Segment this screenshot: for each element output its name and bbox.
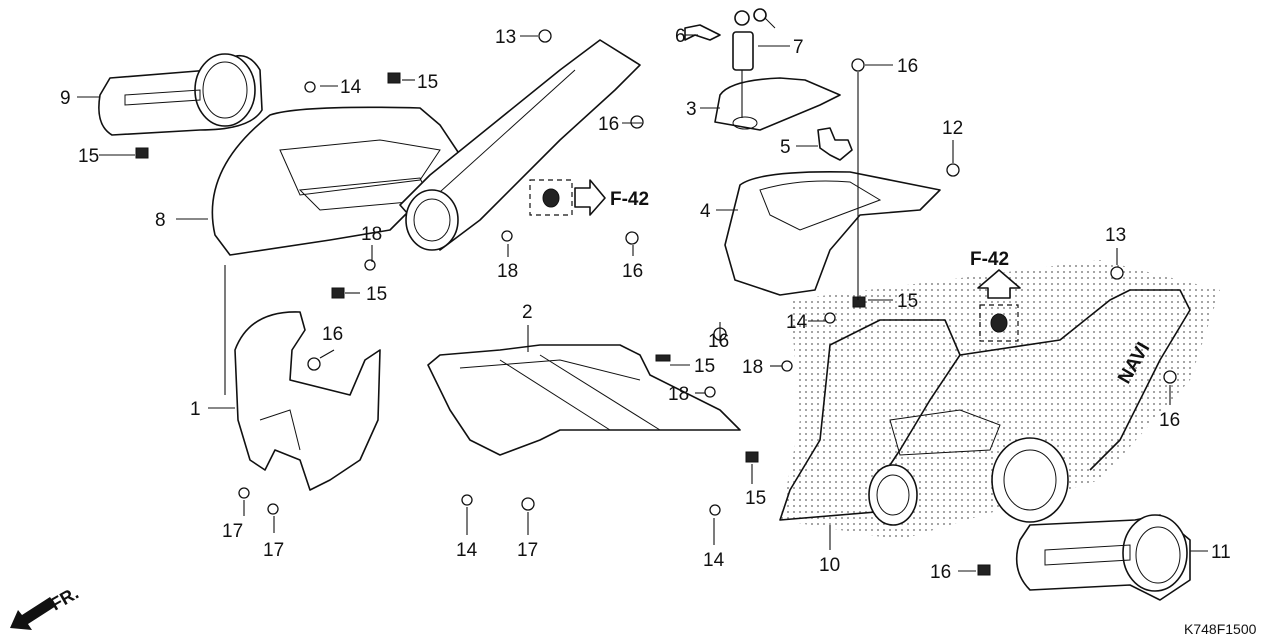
cross-ref-upper[interactable]: F-42 (529, 179, 649, 216)
callout-13: 13 (1105, 225, 1126, 246)
callout-16: 16 (1159, 410, 1180, 431)
callout-14: 14 (786, 312, 808, 333)
screw-icon (267, 503, 279, 515)
callout-11: 11 (1211, 542, 1231, 563)
screw-icon (781, 360, 793, 372)
callout-14: 14 (340, 77, 362, 98)
fasteners (135, 29, 1177, 576)
screw-icon (704, 386, 716, 398)
part-5-bracket (817, 127, 853, 161)
callout-2: 2 (522, 302, 533, 323)
callout-15: 15 (897, 291, 918, 312)
bolt-icon (630, 115, 644, 129)
part-9-handlebar-cover-left (98, 53, 263, 136)
front-label: FR. (47, 583, 82, 615)
screw-icon (364, 259, 376, 271)
callout-18: 18 (742, 357, 763, 378)
callout-16: 17 (517, 540, 538, 561)
screw-icon (238, 487, 250, 499)
part-6-clip (684, 24, 721, 41)
callout-8: 8 (155, 210, 166, 231)
drawing-code: K748F1500 (1184, 621, 1257, 637)
callout-15: 16 (930, 562, 951, 583)
callout-16: 16 (598, 114, 619, 135)
callout-labels: 9 15 8 14 15 13 16 6 7 3 5 4 16 12 18 18… (60, 26, 1231, 583)
callout-10: 10 (819, 555, 840, 576)
clip-nut-icon (745, 451, 759, 463)
clip-nut-icon (852, 296, 866, 308)
callout-4: 4 (700, 201, 711, 222)
callout-15: 15 (417, 72, 438, 93)
part-stem-cover (399, 39, 641, 251)
bolt-icon (521, 497, 535, 511)
callout-7: 7 (793, 37, 804, 58)
cross-ref-right[interactable]: F-42 (970, 249, 1021, 342)
callout-17: 17 (222, 521, 243, 542)
callout-15: 15 (78, 146, 99, 167)
callout-14: 14 (456, 540, 478, 561)
screw-icon (1110, 266, 1124, 280)
clip-nut-icon (655, 354, 671, 362)
callout-18: 18 (668, 384, 689, 405)
part-4-inner-box (724, 170, 941, 296)
part-7-key-cylinder (732, 8, 776, 71)
bolt-icon (1163, 370, 1177, 384)
bolt-icon (709, 504, 721, 516)
callout-16: 16 (622, 261, 643, 282)
front-direction-indicator: FR. (10, 583, 82, 630)
callout-18: 18 (361, 224, 382, 245)
callout-9: 9 (60, 88, 71, 109)
callout-15: 15 (366, 284, 387, 305)
screw-icon (538, 29, 552, 43)
part-10-side-cover: NAVI (779, 260, 1220, 540)
callout-12: 12 (942, 118, 963, 139)
callout-16: 16 (897, 56, 918, 77)
callout-3: 3 (686, 99, 697, 120)
cross-ref-label: F-42 (970, 249, 1009, 270)
callout-15: 15 (694, 356, 715, 377)
arrow-icon (10, 597, 56, 630)
callout-16: 16 (708, 331, 729, 352)
callout-5: 5 (780, 137, 791, 158)
callout-18: 18 (497, 261, 518, 282)
callout-1: 1 (190, 399, 201, 420)
callout-17: 17 (263, 540, 284, 561)
clip-nut-icon (387, 72, 401, 84)
clip-nut-icon (135, 147, 149, 159)
bolt-icon (824, 312, 836, 324)
bolt-icon (625, 231, 639, 245)
clip-nut-icon (331, 287, 345, 299)
screw-icon (501, 230, 513, 242)
callout-15: 15 (745, 488, 766, 509)
callout-13: 13 (495, 27, 516, 48)
part-1-lower-cover (234, 311, 381, 491)
clip-nut-icon (977, 564, 991, 576)
callout-14: 14 (703, 550, 725, 571)
leader-lines (77, 34, 1208, 572)
callout-16: 16 (322, 324, 343, 345)
screw-icon (946, 163, 960, 177)
callout-6: 6 (675, 26, 686, 47)
bolt-icon (461, 494, 473, 506)
part-3-lid (714, 77, 841, 131)
part-2-inner-panel (427, 344, 741, 456)
part-11-handlebar-cover-right (1015, 514, 1191, 601)
bolt-icon (307, 357, 321, 371)
bolt-icon (851, 58, 865, 72)
bolt-icon (304, 81, 316, 93)
cross-ref-label: F-42 (610, 189, 649, 210)
